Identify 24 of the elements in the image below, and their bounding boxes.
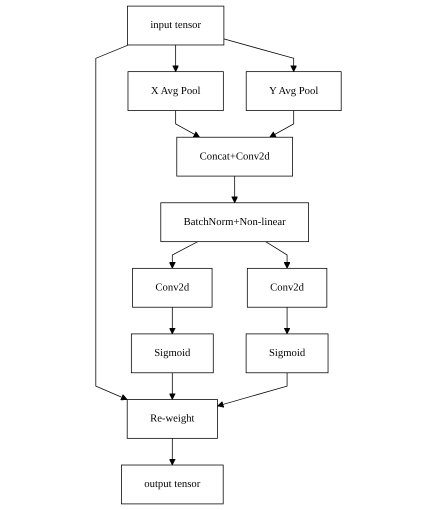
arrow xyxy=(168,241,198,269)
node-box: X Avg Pool xyxy=(128,71,224,111)
node-box: Concat+Conv2d xyxy=(176,136,293,176)
arrow xyxy=(284,306,290,334)
arrow xyxy=(269,110,294,138)
arrow xyxy=(168,306,176,334)
node-box: Conv2d xyxy=(132,268,212,308)
node-box: Sigmoid xyxy=(130,334,214,374)
node-box: input tensor xyxy=(127,6,224,46)
arrow xyxy=(265,241,290,269)
arrow xyxy=(168,438,176,466)
arrow xyxy=(224,38,298,72)
node-box: Re-weight xyxy=(126,399,218,439)
arrow xyxy=(172,44,180,72)
arrow xyxy=(217,372,288,408)
arrow xyxy=(175,110,200,138)
arrow xyxy=(95,44,129,400)
arrow xyxy=(231,176,238,204)
node-box: Y Avg Pool xyxy=(246,71,342,111)
node-box: Sigmoid xyxy=(246,334,328,374)
node-box: Conv2d xyxy=(246,268,328,308)
arrow xyxy=(168,372,176,400)
node-box: BatchNorm+Non-linear xyxy=(160,202,309,242)
node-box: output tensor xyxy=(121,464,224,504)
